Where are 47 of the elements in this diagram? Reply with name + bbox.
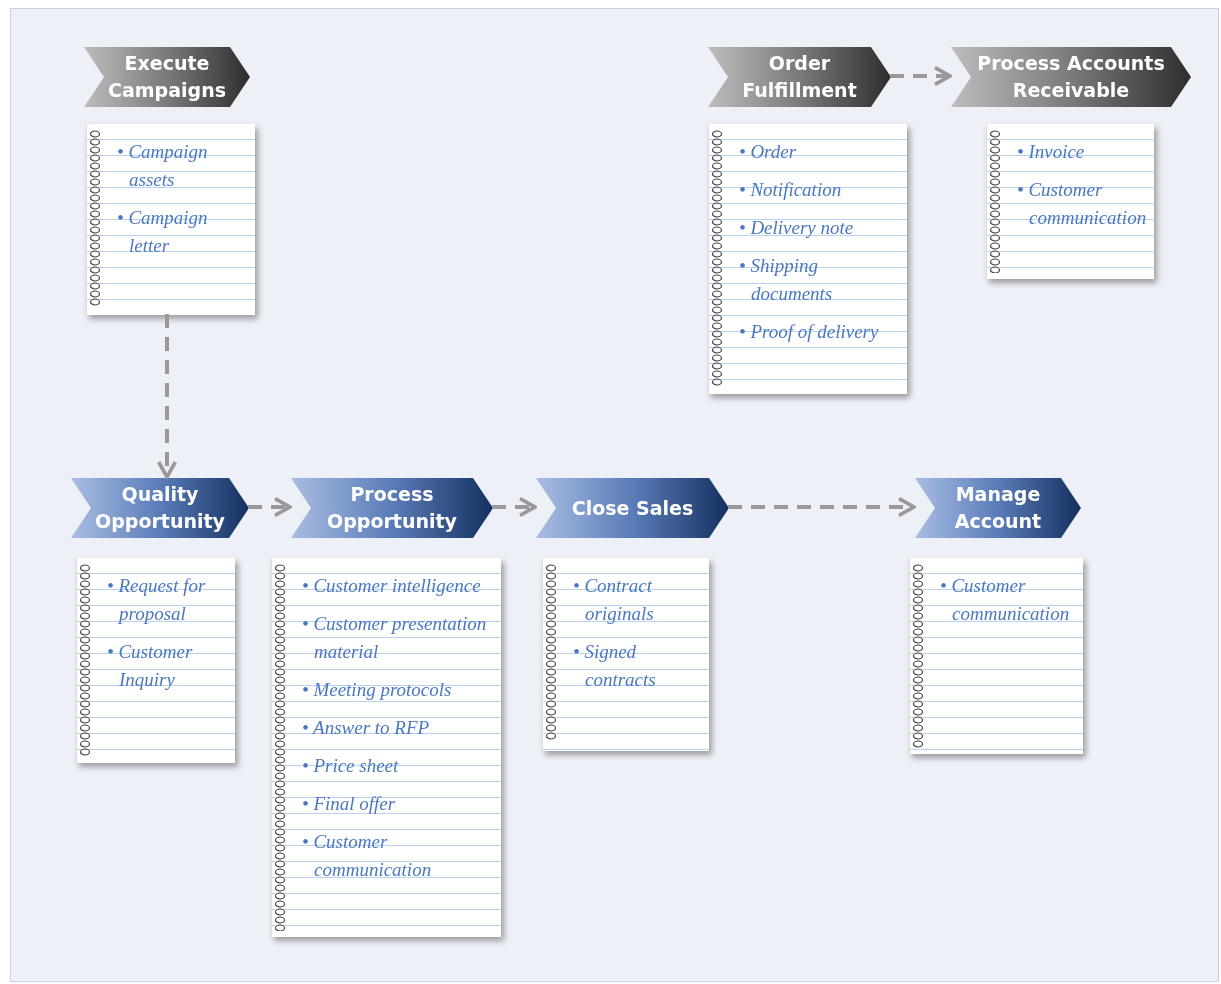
arrow — [890, 65, 952, 87]
process-step-banner — [536, 478, 729, 538]
arrow — [728, 496, 916, 518]
notebook-page — [542, 558, 709, 751]
list-item: • Shipping documents — [739, 254, 834, 306]
list-item: • Customer intelligence — [302, 574, 482, 598]
process-title: Process Accounts Receivable — [976, 51, 1166, 103]
list-item: • Meeting protocols — [302, 678, 453, 702]
process-step-banner — [951, 47, 1191, 107]
process-title: Process Opportunity — [326, 482, 458, 534]
list-item: • Signed contracts — [573, 640, 657, 692]
process-title: Manage Account — [953, 482, 1043, 534]
list-item: • Campaign letter — [117, 206, 209, 258]
list-item: • Customer communication — [1017, 178, 1148, 230]
notebook-page — [909, 558, 1083, 754]
list-item: • Contract originals — [573, 574, 655, 626]
notebook-page — [708, 124, 907, 394]
arrow — [492, 496, 537, 518]
list-item: • Delivery note — [739, 216, 855, 240]
notebook-page — [76, 558, 235, 763]
process-title: Order Fulfillment — [741, 51, 858, 103]
process-title: Quality Opportunity — [94, 482, 226, 534]
process-title: Execute Campaigns — [107, 51, 227, 103]
list-item: • Proof of delivery — [739, 320, 880, 344]
notebook-page — [986, 124, 1154, 279]
list-item: • Customer Inquiry — [107, 640, 194, 692]
list-item: • Invoice — [1017, 140, 1086, 164]
list-item: • Price sheet — [302, 754, 400, 778]
list-item: • Answer to RFP — [302, 716, 431, 740]
process-step-banner — [84, 47, 250, 107]
process-title: Close Sales — [571, 495, 694, 521]
list-item: • Customer presentation material — [302, 612, 488, 664]
notebook-page — [86, 124, 255, 315]
process-step-banner — [71, 478, 249, 538]
process-step-banner — [708, 47, 891, 107]
list-item: • Final offer — [302, 792, 397, 816]
process-step-banner — [291, 478, 493, 538]
list-item: • Campaign assets — [117, 140, 209, 192]
notebook-page — [271, 558, 501, 937]
list-item: • Notification — [739, 178, 843, 202]
list-item: • Customer communication — [302, 830, 433, 882]
list-item: • Request for proposal — [107, 574, 207, 626]
arrow — [156, 314, 178, 479]
list-item: • Order — [739, 140, 798, 164]
list-item: • Customer communication — [940, 574, 1071, 626]
process-step-banner — [915, 478, 1081, 538]
arrow — [248, 496, 292, 518]
